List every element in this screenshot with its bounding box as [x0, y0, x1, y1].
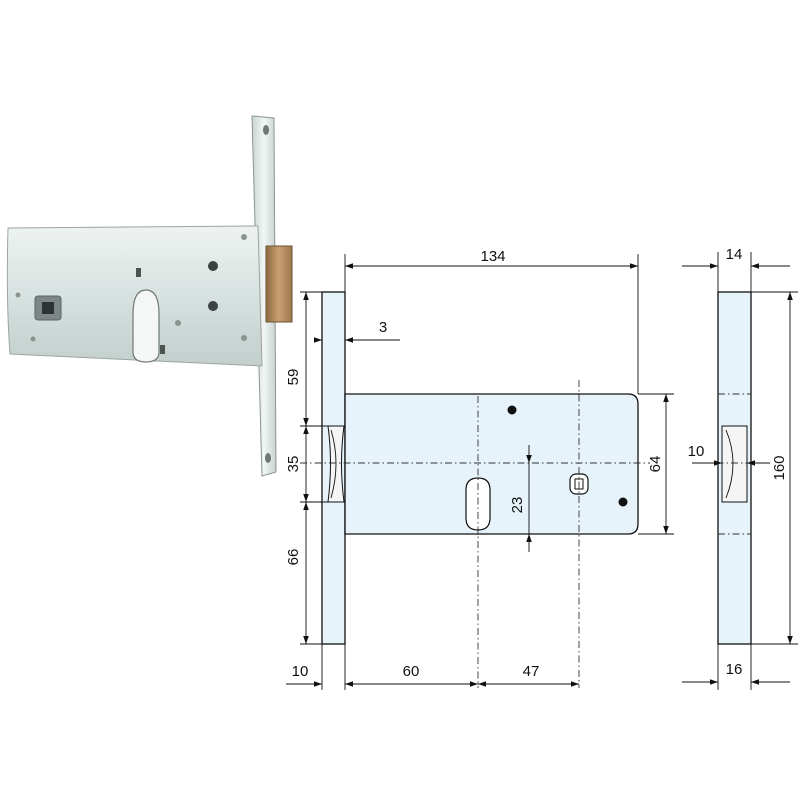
dim-cylinder-offset: 23 — [509, 497, 526, 514]
side-view — [702, 291, 768, 645]
photo-slot-small — [136, 268, 141, 277]
photo-screw-2 — [241, 335, 247, 341]
front-lock-case — [344, 393, 639, 535]
photo-screw-5 — [175, 320, 181, 326]
dim-side-top-width: 14 — [726, 246, 743, 263]
front-hole-bottom — [618, 497, 628, 507]
dim-backset-latch: 10 — [292, 663, 309, 680]
photo-cylinder-slot — [132, 289, 160, 363]
photo-latch-bolt — [265, 245, 293, 323]
front-dimensions: 134 3 59 35 66 10 60 47 64 23 — [285, 248, 674, 690]
dim-backset-cylinder: 60 — [403, 663, 420, 680]
dim-faceplate-thickness: 3 — [379, 319, 387, 336]
dim-top-to-latch: 59 — [285, 369, 302, 386]
dim-latch-height: 35 — [285, 456, 302, 473]
side-dimensions: 14 10 16 160 — [682, 246, 798, 690]
photo-screw-3 — [15, 292, 21, 298]
photo-faceplate-screw-top — [263, 125, 269, 135]
photo-lock-case — [6, 225, 263, 367]
dim-cylinder-to-handle: 47 — [523, 663, 540, 680]
side-latch — [721, 425, 748, 503]
photo-screw-4 — [30, 336, 36, 342]
dim-faceplate-height: 160 — [771, 455, 788, 480]
photo-follower-hole — [42, 302, 54, 314]
photo-slot-small-2 — [160, 345, 165, 354]
dim-overall-width: 134 — [480, 248, 505, 265]
photo-hole-1 — [208, 261, 218, 271]
photo-screw-1 — [241, 234, 247, 240]
photo-faceplate-screw-bottom — [265, 453, 271, 463]
dim-case-height: 64 — [647, 456, 664, 473]
front-view — [300, 291, 650, 688]
dim-side-latch-width: 10 — [688, 443, 705, 460]
dim-latch-to-bottom: 66 — [285, 549, 302, 566]
front-hole-top — [507, 405, 517, 415]
photo-hole-2 — [208, 301, 218, 311]
lock-photo — [6, 115, 293, 477]
dim-side-bottom-width: 16 — [726, 661, 743, 678]
